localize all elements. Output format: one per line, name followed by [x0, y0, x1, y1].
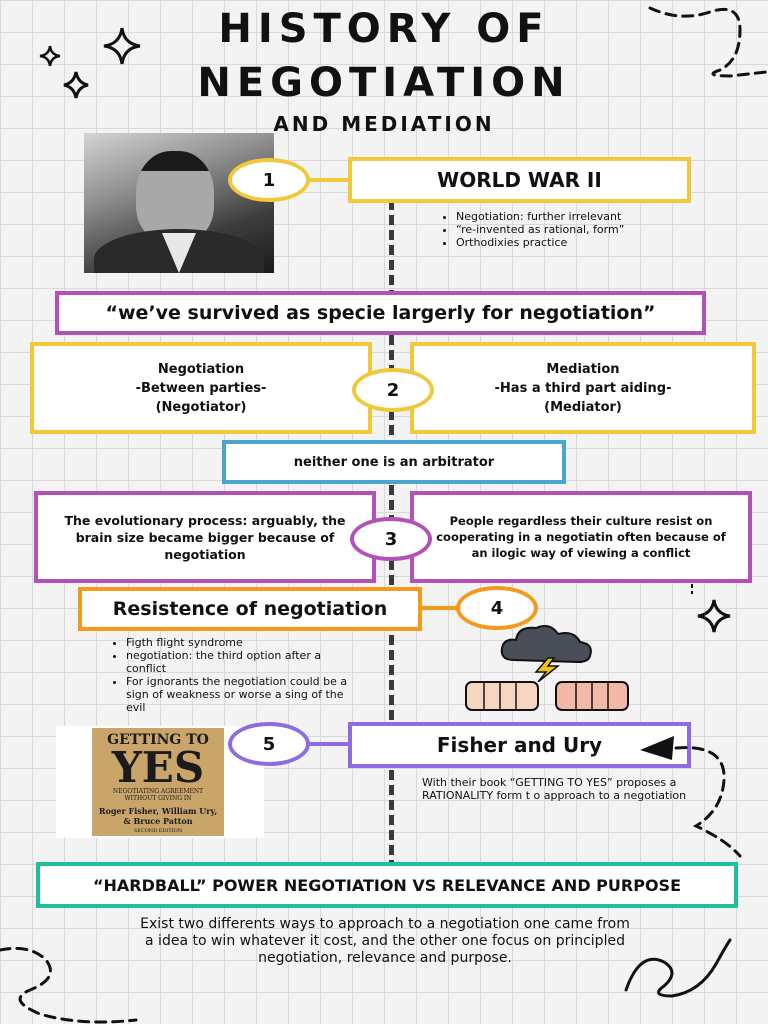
mediation-title: Mediation	[546, 361, 620, 377]
page-title-line1: HISTORY OF	[218, 6, 550, 52]
step-2-badge: 2	[352, 368, 434, 412]
book-subtitle-1: NEGOTIATING AGREEMENT	[112, 788, 204, 795]
mediation-box: Mediation -Has a third part aiding- (Med…	[410, 342, 756, 434]
resistance-text: People regardless their culture resist o…	[436, 514, 726, 560]
step-1-bullets: Negotiation: further irrelevant “re-inve…	[440, 210, 700, 249]
step-5-text: With their book “GETTING TO YES” propose…	[422, 776, 687, 802]
negotiation-role: (Negotiator)	[155, 399, 247, 415]
squiggle-icon	[648, 6, 768, 78]
step-3-badge: 3	[350, 517, 432, 561]
step-5-heading: Fisher and Ury	[348, 722, 691, 768]
step-5-connector	[308, 742, 352, 746]
mediation-desc: -Has a third part aiding-	[494, 380, 672, 396]
book-title-top: GETTING TO	[107, 732, 209, 748]
book-subtitle-2: WITHOUT GIVING IN	[124, 795, 192, 802]
resistance-box: People regardless their culture resist o…	[410, 491, 752, 583]
step-1-heading: WORLD WAR II	[348, 157, 691, 203]
step-4-connector	[420, 606, 460, 610]
lightning-icon	[534, 657, 561, 682]
footer-banner: “HARDBALL” POWER NEGOTIATION VS RELEVANC…	[36, 862, 738, 908]
quote-text: “we’ve survived as specie largerly for n…	[105, 302, 656, 324]
page-subtitle: AND MEDIATION	[273, 112, 495, 136]
step-4-bullets: Figth flight syndrome negotiation: the t…	[110, 636, 360, 714]
arrow-pointer-icon	[640, 736, 742, 858]
book-authors-1: Roger Fisher, William Ury,	[98, 806, 218, 816]
step-1-badge: 1	[228, 158, 310, 202]
list-item: Orthodixies practice	[456, 236, 700, 249]
list-item: “re-invented as rational, form”	[456, 223, 700, 236]
evolution-text: The evolutionary process: arguably, the …	[64, 512, 346, 562]
negotiation-desc: -Between parties-	[135, 380, 267, 396]
negotiation-title: Negotiation	[157, 361, 245, 377]
sparkle-icon	[39, 27, 141, 99]
squiggle-icon	[624, 938, 732, 998]
negotiation-box: Negotiation -Between parties- (Negotiato…	[30, 342, 372, 434]
step-1-connector	[308, 178, 352, 182]
book-edition: SECOND EDITION	[133, 828, 183, 834]
footer-banner-text: “HARDBALL” POWER NEGOTIATION VS RELEVANC…	[92, 875, 681, 895]
evolution-box: The evolutionary process: arguably, the …	[34, 491, 376, 583]
footer-text: Exist two differents ways to approach to…	[140, 916, 630, 966]
step-4-heading: Resistence of negotiation	[78, 587, 422, 631]
book-authors-2: & Bruce Patton	[123, 816, 193, 826]
fist-icon	[465, 681, 629, 711]
step-5-badge: 5	[228, 722, 310, 766]
quote-banner: “we’ve survived as specie largerly for n…	[55, 291, 706, 335]
list-item: Negotiation: further irrelevant	[456, 210, 700, 223]
mediation-role: (Mediator)	[544, 399, 622, 415]
step-1-heading-text: WORLD WAR II	[437, 168, 602, 192]
step-4-badge: 4	[456, 586, 538, 630]
step-4-heading-text: Resistence of negotiation	[112, 598, 388, 620]
step-5-heading-text: Fisher and Ury	[436, 733, 603, 757]
squiggle-icon	[0, 946, 138, 1024]
list-item: For ignorants the negotiation could be a…	[126, 675, 360, 714]
storm-cloud-icon	[500, 625, 592, 682]
sparkle-icon	[691, 584, 731, 633]
portrait-photo	[84, 133, 274, 273]
list-item: negotiation: the third option after a co…	[126, 649, 360, 675]
page-title-line2: NEGOTIATION	[197, 60, 571, 106]
arbitrator-box: neither one is an arbitrator	[222, 440, 566, 484]
book-title-big: YES	[111, 743, 205, 792]
arbitrator-text: neither one is an arbitrator	[293, 454, 495, 470]
list-item: Figth flight syndrome	[126, 636, 360, 649]
